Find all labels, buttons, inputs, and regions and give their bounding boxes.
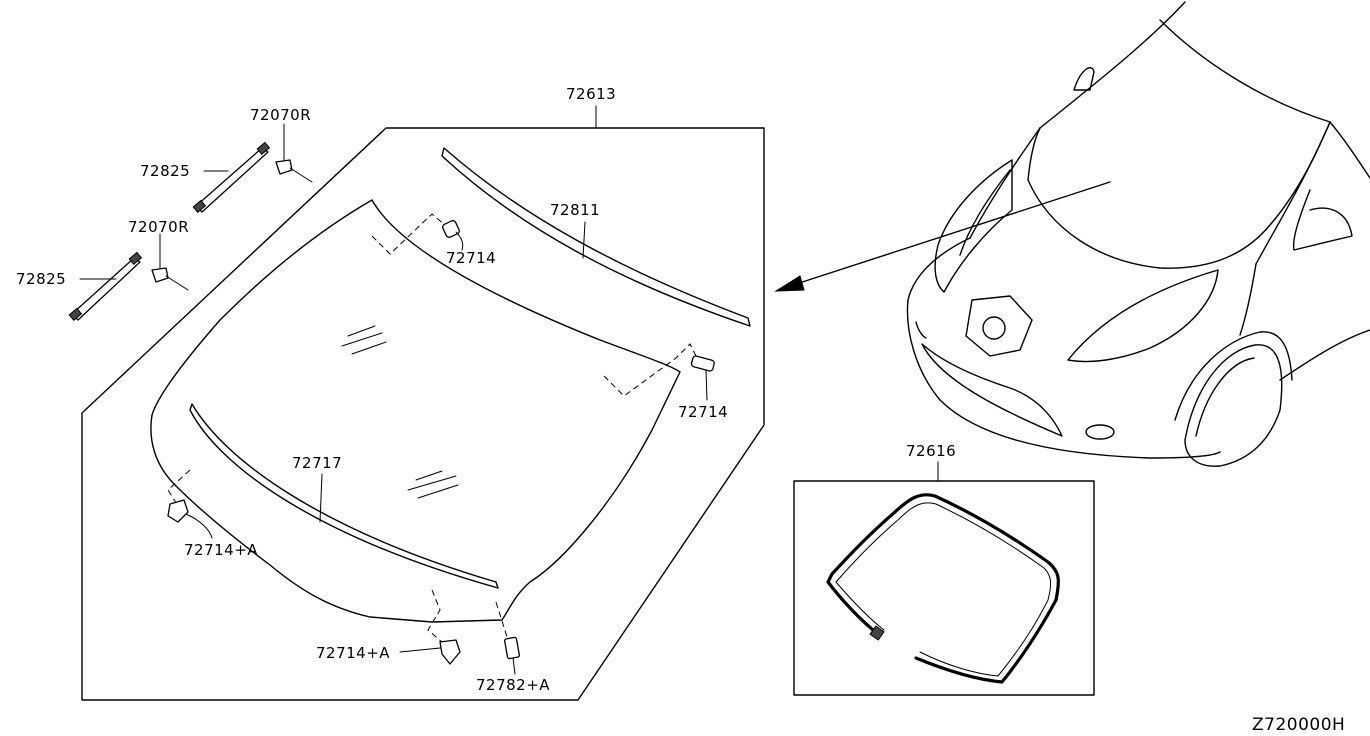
- leader-72714a-left: [185, 513, 213, 539]
- leader-72714a-bottom: [399, 647, 441, 653]
- dashed-locator-72782a: [495, 601, 509, 641]
- glass-glare-line: [347, 325, 376, 337]
- garnish-strip-72825-top: [195, 147, 269, 213]
- leader-72714-right: [705, 369, 708, 401]
- car-front-illustration: [906, 1, 1370, 467]
- label-72070r-bot: 72070R: [128, 218, 189, 236]
- clip-72070r-top-pin: [289, 167, 313, 183]
- garnish-end-72825-top-a: [256, 141, 271, 155]
- clip-72070r-top: [275, 159, 293, 175]
- leader-72811: [582, 221, 586, 259]
- label-72782a: 72782+A: [476, 676, 550, 694]
- glass-glare-line: [341, 332, 383, 347]
- dam-rubber-end-cap: [869, 625, 885, 641]
- clip-72714-top: [442, 220, 460, 238]
- assembly-frame-72613: [81, 127, 765, 701]
- leader-72714-top: [455, 231, 464, 251]
- spacer-72782a: [504, 636, 520, 660]
- leader-72782a: [512, 657, 516, 675]
- top-molding-72811: [441, 147, 751, 327]
- label-72714a-bottom: 72714+A: [316, 644, 390, 662]
- glass-glare-line: [351, 341, 387, 355]
- clip-72714a-bottom: [439, 639, 461, 665]
- diagram-code: Z720000H: [1252, 715, 1345, 735]
- label-72825-top: 72825: [140, 162, 190, 180]
- glass-glare-line: [415, 470, 443, 481]
- label-72714a-left: 72714+A: [184, 541, 258, 559]
- clip-72070r-bot: [151, 267, 169, 283]
- leader-72717: [319, 473, 323, 523]
- dashed-locator-72714-top: [371, 213, 447, 255]
- label-72717: 72717: [292, 454, 342, 472]
- glass-glare-line: [417, 484, 459, 499]
- clip-72070r-bot-pin: [165, 275, 189, 291]
- label-72613: 72613: [566, 85, 616, 103]
- dashed-locator-72714-right: [603, 343, 699, 397]
- garnish-end-72825-bot-b: [68, 307, 83, 321]
- garnish-strip-72825-bot: [71, 257, 141, 321]
- label-72811: 72811: [550, 201, 600, 219]
- kit-frame-72616: [793, 480, 1095, 696]
- garnish-end-72825-bot-a: [128, 251, 143, 265]
- dashed-locator-72714a-bottom: [427, 589, 443, 643]
- clip-72714-right: [690, 355, 715, 372]
- pointer-arrow-head: [774, 275, 805, 292]
- label-72714-top: 72714: [446, 249, 496, 267]
- garnish-end-72825-top-b: [192, 199, 207, 213]
- label-72070r-top: 72070R: [250, 106, 311, 124]
- windshield-glass: [150, 199, 681, 623]
- dam-rubber-72616: [826, 493, 1060, 684]
- dashed-locator-72714a-left: [167, 469, 191, 507]
- pointer-arrow-shaft: [789, 181, 1111, 287]
- glass-glare-line: [407, 475, 457, 491]
- label-72616: 72616: [906, 442, 956, 460]
- label-72825-bot: 72825: [16, 270, 66, 288]
- clip-72714a-left: [167, 499, 189, 523]
- label-72714-right: 72714: [678, 403, 728, 421]
- dam-rubber-72616-inner: [835, 502, 1052, 677]
- lower-strip-72717: [189, 403, 499, 589]
